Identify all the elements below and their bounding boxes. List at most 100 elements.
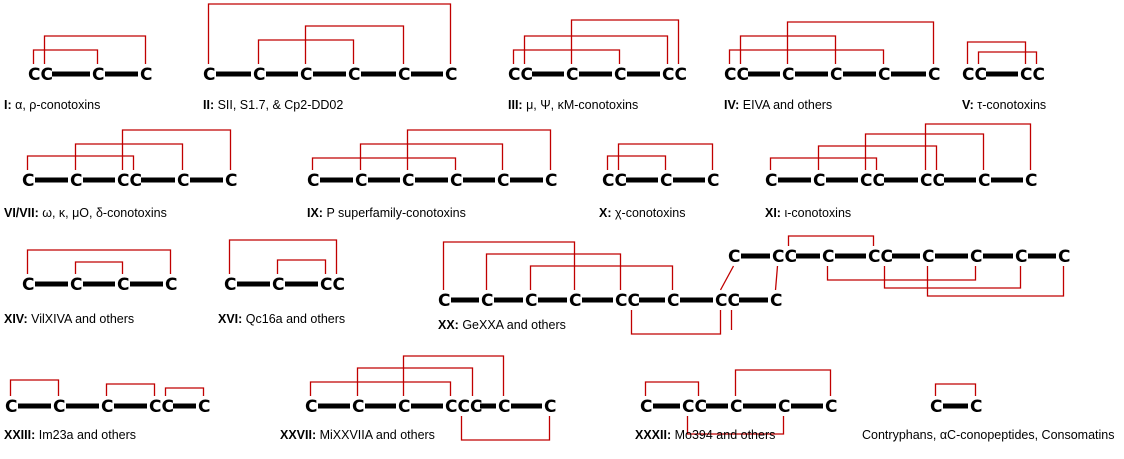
disulfide-bond — [924, 123, 1032, 170]
disulfide-bond — [686, 416, 785, 435]
cysteine-residue: C — [614, 65, 626, 85]
cysteine-residue: C — [970, 247, 982, 267]
disulfide-bond — [406, 129, 552, 170]
cysteine-residue: C — [445, 65, 457, 85]
disulfide-bond — [977, 51, 1038, 64]
cysteine-residue: C — [730, 397, 742, 417]
cysteine-residue: C — [70, 171, 82, 191]
framework-description: τ-conotoxins — [973, 98, 1047, 112]
cysteine-residue: C — [5, 397, 17, 417]
cysteine-residue: C — [253, 65, 265, 85]
disulfide-bond — [309, 381, 452, 396]
cysteine-residue: C — [1025, 171, 1037, 191]
disulfide-bond — [769, 157, 878, 170]
disulfide-bond — [26, 155, 135, 170]
disulfide-bond — [43, 35, 147, 64]
cysteine-residue: C — [22, 171, 34, 191]
cysteine-residue: C — [765, 171, 777, 191]
cysteine-residue: CC — [320, 275, 345, 295]
cysteine-residue: C — [402, 171, 414, 191]
disulfide-bond — [926, 266, 1065, 297]
disulfide-bond — [9, 379, 60, 396]
disulfide-bond — [617, 143, 714, 170]
cysteine-residue: C — [930, 397, 942, 417]
framework-description: MiXXVIIA and others — [316, 428, 435, 442]
framework-number: III: — [508, 98, 523, 112]
disulfide-bond — [74, 261, 124, 274]
cysteine-residue: CC — [662, 65, 687, 85]
disulfide-bond — [228, 239, 338, 274]
cysteine-residue: C — [498, 397, 510, 417]
cysteine-residue: C — [970, 397, 982, 417]
cysteine-residue: C — [140, 65, 152, 85]
cysteine-residue: C — [224, 275, 236, 295]
cysteine-residue: C — [830, 65, 842, 85]
framework-description: ι-conotoxins — [780, 206, 852, 220]
framework-description: ω, κ, μO, δ-conotoxins — [38, 206, 167, 220]
disulfide-bond — [356, 367, 474, 396]
cysteine-residue: C — [660, 171, 672, 191]
cysteine-residue: C — [770, 291, 782, 311]
cysteine-residue: CC — [615, 291, 640, 311]
cysteine-residue: C — [728, 247, 740, 267]
disulfide-bond — [774, 265, 779, 291]
framework-number: II: — [203, 98, 215, 112]
framework-description: χ-conotoxins — [611, 206, 686, 220]
framework-label: II: SII, S1.7, & Cp2-DD02 — [203, 98, 343, 112]
framework-label: V: τ-conotoxins — [962, 98, 1046, 112]
cysteine-residue: C — [778, 397, 790, 417]
cysteine-residue: CC — [715, 291, 740, 311]
disulfide-bond — [276, 259, 327, 274]
cysteine-residue: C — [398, 397, 410, 417]
cysteine-residue: C — [305, 397, 317, 417]
cysteine-residue: CC — [682, 397, 707, 417]
framework-label: VI/VII: ω, κ, μO, δ-conotoxins — [4, 206, 167, 220]
cysteine-residue: C — [1015, 247, 1027, 267]
framework-number: XI: — [765, 206, 781, 220]
disulfide-bond — [570, 19, 680, 64]
framework-number: XXXII: — [635, 428, 672, 442]
framework-number: VI/VII: — [4, 206, 39, 220]
disulfide-bond — [257, 39, 355, 64]
disulfide-bond — [934, 383, 977, 396]
cysteine-residue: C — [117, 275, 129, 295]
framework-number: I: — [4, 98, 12, 112]
disulfide-bond — [164, 387, 205, 396]
cysteine-residue: CC — [117, 171, 142, 191]
cysteine-residue: C — [497, 171, 509, 191]
cysteine-residue: C — [92, 65, 104, 85]
framework-description: EIVA and others — [739, 98, 833, 112]
cysteine-residue: C — [307, 171, 319, 191]
cysteine-residue: C — [813, 171, 825, 191]
cysteine-residue: C — [398, 65, 410, 85]
framework-number: XIV: — [4, 312, 28, 326]
cysteine-residue: CC — [602, 171, 627, 191]
cysteine-residue: C — [525, 291, 537, 311]
disulfide-bond — [32, 49, 99, 64]
framework-label: XXIII: Im23a and others — [4, 428, 136, 442]
cysteine-residue: C — [70, 275, 82, 295]
framework-number: X: — [599, 206, 612, 220]
framework-label: X: χ-conotoxins — [599, 206, 685, 220]
framework-number: IV: — [724, 98, 740, 112]
disulfide-bond — [460, 416, 551, 441]
framework-number: V: — [962, 98, 974, 112]
framework-description: μ, Ψ, κM-conotoxins — [522, 98, 639, 112]
framework-description: SII, S1.7, & Cp2-DD02 — [214, 98, 344, 112]
cysteine-residue: C — [438, 291, 450, 311]
cysteine-residue: C — [707, 171, 719, 191]
framework-number: XXVII: — [280, 428, 317, 442]
disulfide-bond — [734, 369, 832, 396]
framework-description: Im23a and others — [35, 428, 137, 442]
disulfide-bond — [523, 35, 669, 64]
disulfide-bond — [121, 129, 232, 170]
